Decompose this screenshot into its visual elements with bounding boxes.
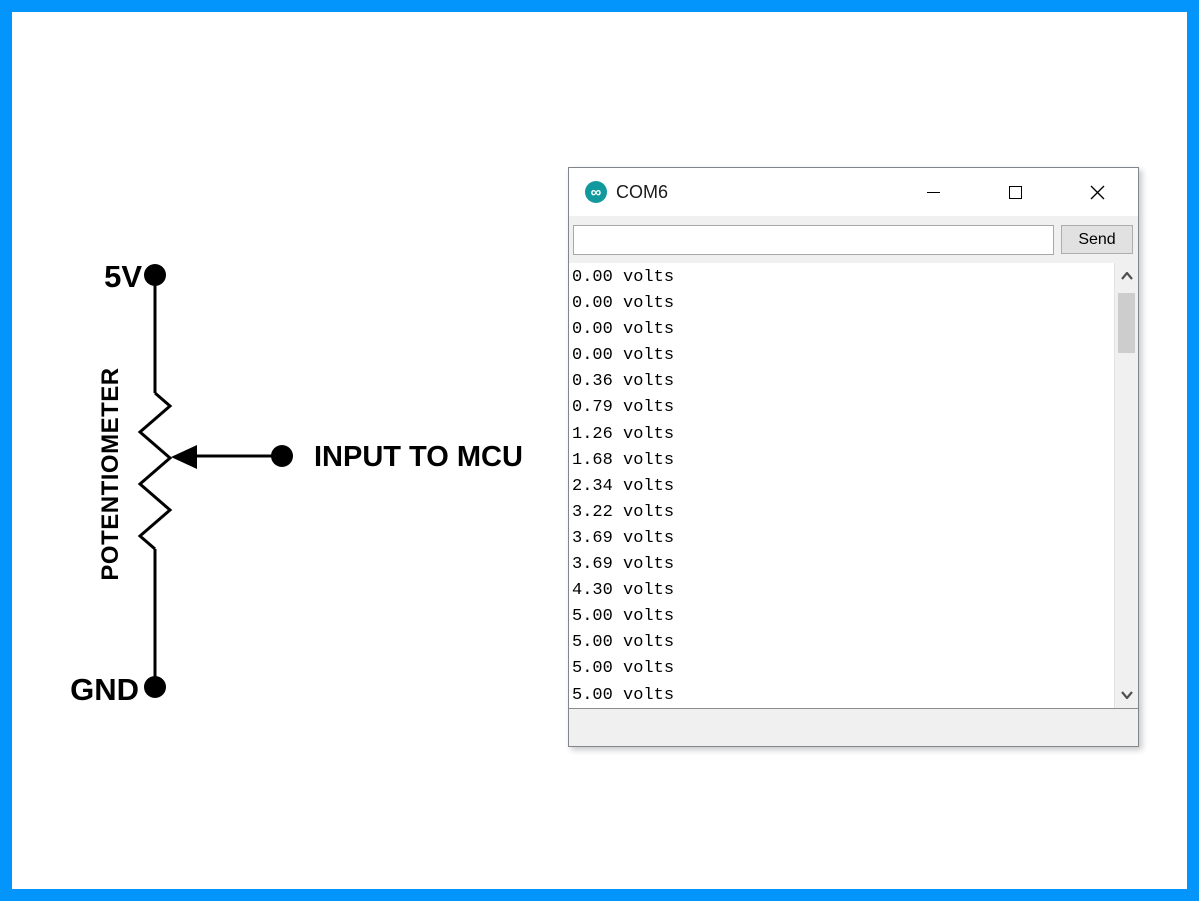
potentiometer-label: POTENTIOMETER — [97, 367, 124, 580]
serial-output-line: 0.00 volts — [572, 346, 675, 366]
serial-output-line: 5.00 volts — [572, 607, 675, 627]
serial-output-line: 1.26 volts — [572, 424, 675, 444]
scrollbar[interactable] — [1114, 263, 1138, 708]
serial-monitor-window: ∞ COM6 Send — [568, 167, 1139, 747]
send-button[interactable]: Send — [1061, 225, 1133, 254]
close-icon — [1090, 185, 1104, 199]
serial-output-line: 4.30 volts — [572, 581, 675, 601]
serial-output-line: 5.00 volts — [572, 659, 675, 679]
serial-output-line: 3.22 volts — [572, 502, 675, 522]
window-titlebar[interactable]: ∞ COM6 — [569, 168, 1138, 216]
serial-output-line: 2.34 volts — [572, 476, 675, 496]
gnd-terminal-dot — [144, 676, 166, 698]
serial-output-line: 5.00 volts — [572, 633, 675, 653]
serial-output-line: 0.00 volts — [572, 320, 675, 340]
chevron-down-icon — [1120, 691, 1133, 699]
resistor-zigzag — [137, 391, 173, 551]
gnd-label: GND — [70, 672, 139, 707]
chevron-up-icon — [1120, 272, 1133, 280]
serial-output-line: 0.00 volts — [572, 268, 675, 287]
wiper-terminal-dot — [271, 445, 293, 467]
serial-output-line: 1.68 volts — [572, 450, 675, 470]
minimize-button[interactable] — [892, 168, 974, 216]
minimize-icon — [926, 191, 940, 193]
input-to-mcu-label: INPUT TO MCU — [314, 441, 523, 473]
window-title: COM6 — [616, 181, 669, 202]
serial-input[interactable] — [573, 224, 1054, 255]
maximize-button[interactable] — [974, 168, 1056, 216]
scroll-up-button[interactable] — [1115, 265, 1138, 287]
serial-output-line: 5.00 volts — [572, 685, 675, 705]
serial-output-line: 3.69 volts — [572, 528, 675, 548]
5v-terminal-dot — [144, 264, 166, 286]
window-controls — [892, 168, 1138, 216]
5v-label: 5V — [104, 259, 142, 294]
serial-input-row: Send — [569, 216, 1138, 263]
serial-output-area: 0.00 volts 0.00 volts 0.00 volts 0.00 volts… — [569, 263, 1138, 708]
serial-output-line: 0.36 volts — [572, 372, 675, 392]
potentiometer-circuit-diagram: 5V GND POTENTIOMETER INPUT TO MCU — [70, 259, 523, 707]
serial-output-line: 0.00 volts — [572, 294, 675, 314]
close-button[interactable] — [1056, 168, 1138, 216]
scroll-down-button[interactable] — [1115, 684, 1138, 706]
maximize-icon — [1008, 185, 1022, 199]
serial-output-line: 3.69 volts — [572, 555, 675, 575]
arduino-icon-glyph: ∞ — [590, 183, 602, 201]
serial-output-line: 0.79 volts — [572, 398, 675, 418]
serial-output: 0.00 volts 0.00 volts 0.00 volts 0.00 volts… — [569, 263, 1114, 708]
scrollbar-thumb[interactable] — [1118, 293, 1135, 353]
arduino-icon: ∞ — [585, 181, 607, 203]
window-footer — [569, 708, 1138, 746]
wiper-arrowhead — [171, 445, 197, 469]
